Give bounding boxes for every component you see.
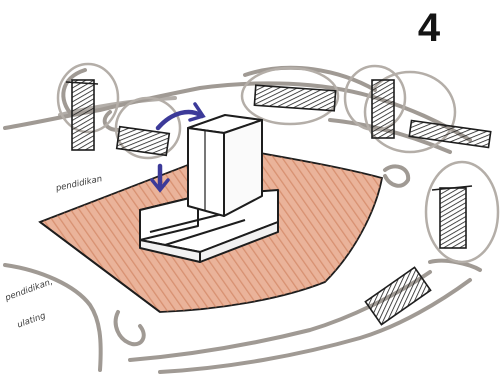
page-number: 4 [417, 6, 441, 50]
circulation-arrows [150, 102, 206, 193]
tree-elevations [65, 79, 492, 326]
outer-path-lines [3, 65, 482, 374]
building-mass [139, 114, 279, 263]
